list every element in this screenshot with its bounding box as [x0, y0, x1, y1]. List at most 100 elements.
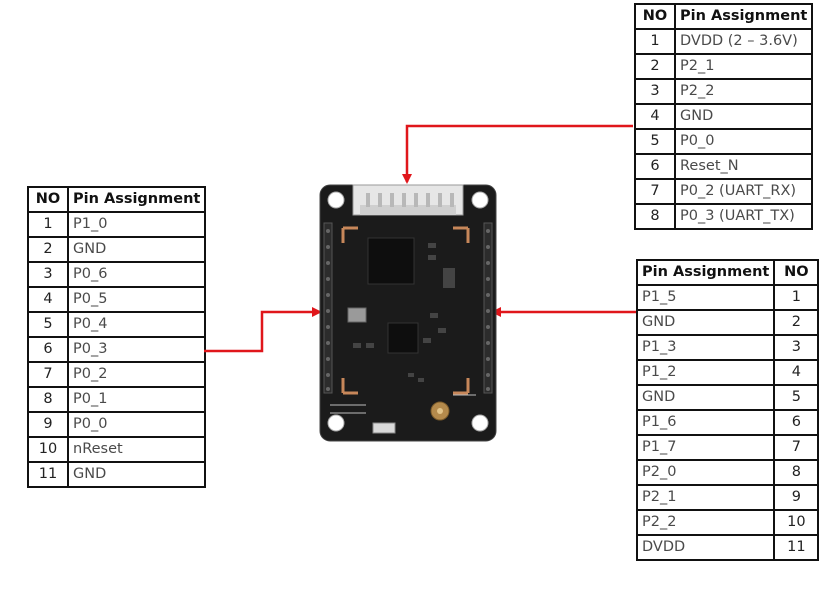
pin-assignment-cell: P2_0: [635, 459, 776, 486]
pin-assignment-cell: P0_0: [66, 411, 207, 438]
pin-assignment-cell: P1_2: [635, 359, 776, 386]
pin-assignment-cell: GND: [673, 103, 814, 130]
pin-assignment-cell: P0_3: [66, 336, 207, 363]
pin-number-cell: 7: [773, 434, 820, 461]
pin-number-cell: 9: [27, 411, 69, 438]
column-header-no: NO: [634, 3, 676, 30]
pin-number-cell: 8: [634, 203, 676, 230]
pin-assignment-cell: P1_5: [635, 284, 776, 311]
column-header-no: NO: [27, 186, 69, 213]
pin-number-cell: 1: [27, 211, 69, 238]
pin-number-cell: 3: [773, 334, 820, 361]
pin-assignment-cell: P0_0: [673, 128, 814, 155]
pin-assignment-cell: P0_6: [66, 261, 207, 288]
pin-number-cell: 4: [27, 286, 69, 313]
pin-assignment-cell: P0_4: [66, 311, 207, 338]
pin-number-cell: 8: [773, 459, 820, 486]
pin-assignment-cell: DVDD (2 – 3.6V): [673, 28, 814, 55]
pin-assignment-cell: P1_6: [635, 409, 776, 436]
pin-number-cell: 8: [27, 386, 69, 413]
pin-assignment-cell: P2_1: [673, 53, 814, 80]
pin-number-cell: 7: [634, 178, 676, 205]
pin-assignment-cell: Reset_N: [673, 153, 814, 180]
pin-assignment-cell: P2_2: [635, 509, 776, 536]
pin-assignment-cell: nReset: [66, 436, 207, 463]
pin-number-cell: 2: [773, 309, 820, 336]
arrow-top-connector: [402, 124, 633, 184]
pin-assignment-cell: GND: [635, 384, 776, 411]
module-board-image: [319, 184, 497, 442]
pin-assignment-cell: P0_2 (UART_RX): [673, 178, 814, 205]
pin-number-cell: 11: [773, 534, 820, 561]
pin-number-cell: 4: [773, 359, 820, 386]
column-header-pin-assignment: Pin Assignment: [635, 259, 776, 286]
pin-assignment-cell: DVDD: [635, 534, 776, 561]
pin-number-cell: 3: [27, 261, 69, 288]
pin-number-cell: 9: [773, 484, 820, 511]
column-header-pin-assignment: Pin Assignment: [673, 3, 814, 30]
column-header-pin-assignment: Pin Assignment: [66, 186, 207, 213]
pin-number-cell: 4: [634, 103, 676, 130]
pin-number-cell: 5: [773, 384, 820, 411]
pin-number-cell: 6: [634, 153, 676, 180]
column-header-no: NO: [773, 259, 820, 286]
table-header-row: Pin Assignment NO: [635, 259, 820, 286]
table-header-row: NO Pin Assignment: [634, 3, 814, 30]
pin-number-cell: 1: [773, 284, 820, 311]
pin-assignment-cell: P0_3 (UART_TX): [673, 203, 814, 230]
pin-assignment-cell: GND: [66, 236, 207, 263]
pin-assignment-cell: GND: [635, 309, 776, 336]
pin-number-cell: 2: [27, 236, 69, 263]
pin-number-cell: 1: [634, 28, 676, 55]
pin-number-cell: 5: [634, 128, 676, 155]
pin-number-cell: 10: [27, 436, 69, 463]
pin-number-cell: 10: [773, 509, 820, 536]
pin-number-cell: 2: [634, 53, 676, 80]
arrow-left-header: [204, 307, 322, 353]
table-header-row: NO Pin Assignment: [27, 186, 207, 213]
pin-number-cell: 6: [27, 336, 69, 363]
pin-assignment-cell: P2_1: [635, 484, 776, 511]
pin-number-cell: 7: [27, 361, 69, 388]
pin-assignment-cell: P1_3: [635, 334, 776, 361]
pin-number-cell: 5: [27, 311, 69, 338]
pin-assignment-cell: GND: [66, 461, 207, 488]
pin-assignment-cell: P0_5: [66, 286, 207, 313]
pin-number-cell: 6: [773, 409, 820, 436]
pin-assignment-cell: P2_2: [673, 78, 814, 105]
pin-assignment-cell: P0_1: [66, 386, 207, 413]
